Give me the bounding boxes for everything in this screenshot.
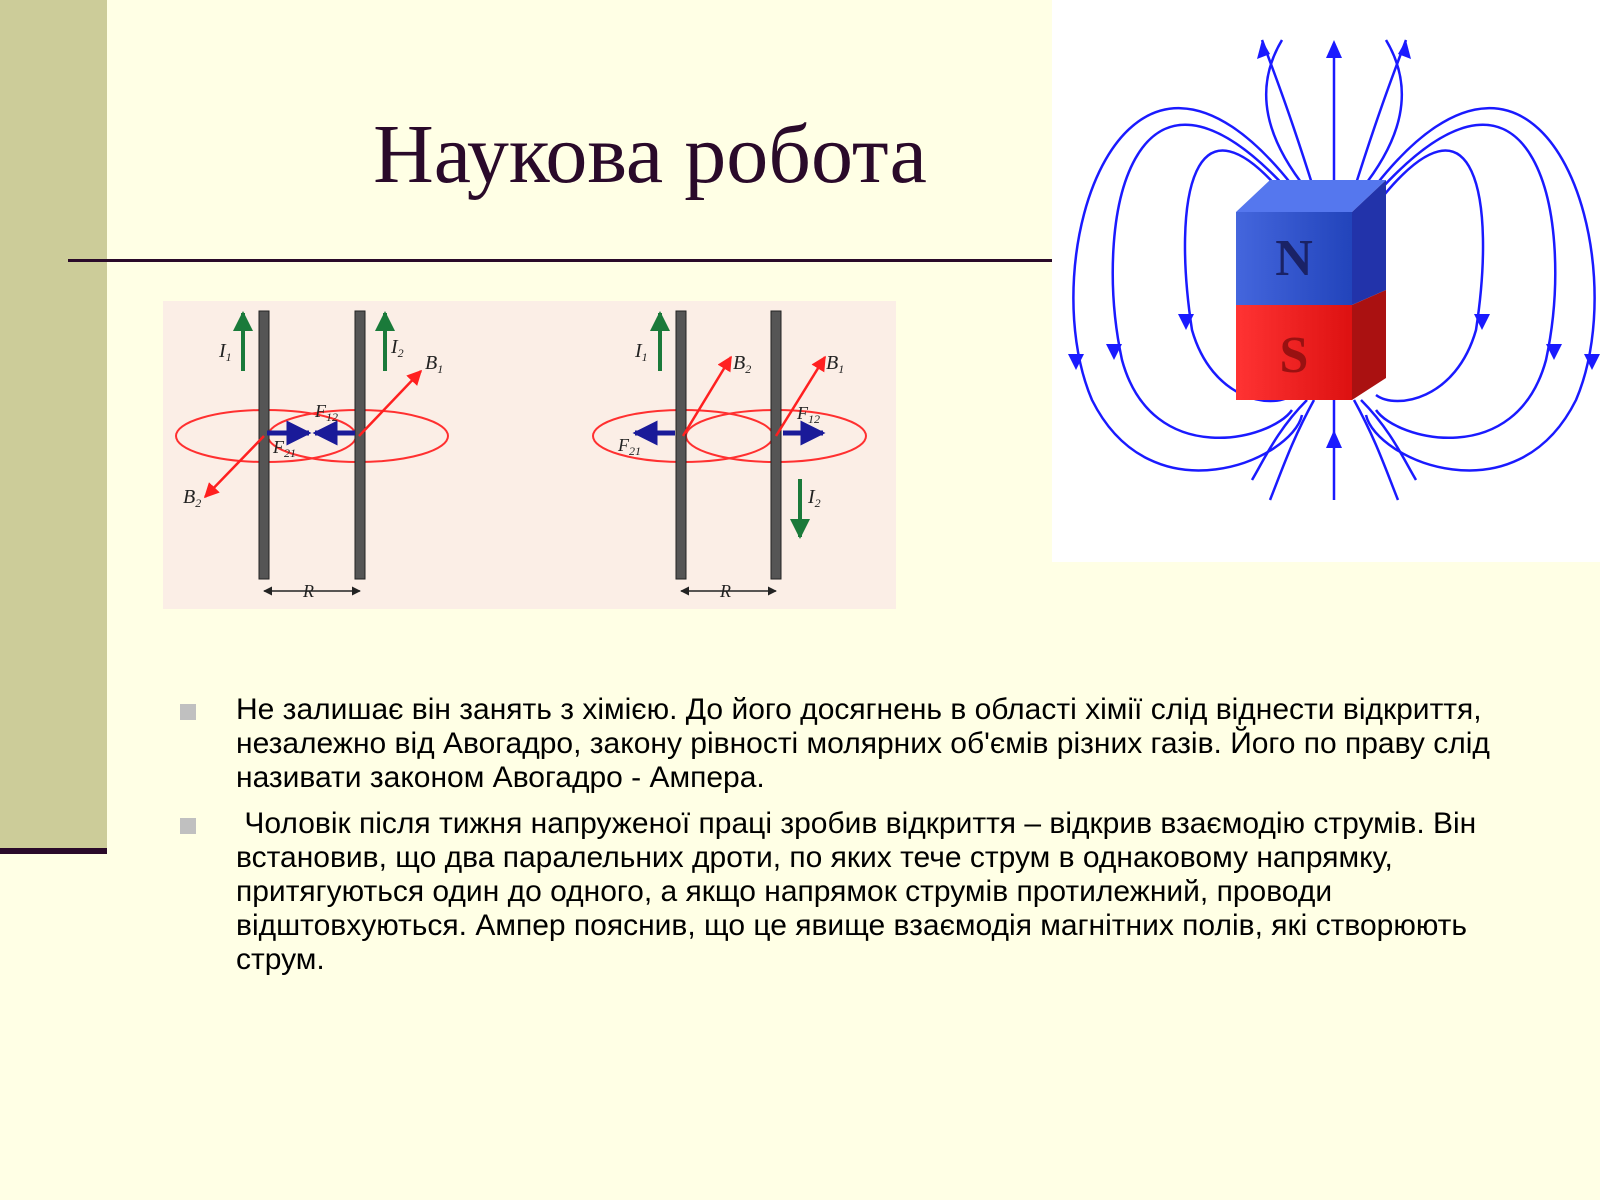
left-accent-line — [0, 848, 107, 854]
label-force-f21: F — [272, 437, 285, 457]
south-label: S — [1280, 327, 1309, 384]
label-distance: R — [302, 581, 314, 601]
svg-text:F12: F12 — [796, 403, 820, 426]
field-vector-b2 — [203, 435, 265, 499]
label-current-2-right: I — [807, 486, 816, 508]
label-field-b2-sub: 2 — [195, 496, 201, 510]
label-force-f21-sub: 21 — [284, 446, 296, 460]
label-force-f21-right-sub: 21 — [629, 444, 641, 458]
wire-1 — [258, 310, 270, 580]
svg-text:B1: B1 — [425, 352, 443, 376]
label-field-b1-right: B — [826, 352, 838, 374]
label-current-2: I — [390, 336, 399, 358]
svg-text:I1: I1 — [218, 340, 232, 364]
title-divider — [68, 259, 1053, 262]
bullet-item: Не залишає він занять з хімією. До його … — [180, 693, 1520, 795]
svg-text:B2: B2 — [183, 486, 201, 510]
parallel-wires-diagram: I1 I2 B1 B2 F12 F21 R I1 I2 B1 B2 F12 F2… — [163, 301, 896, 609]
label-force-f12-sub: 12 — [326, 410, 338, 424]
bar-magnet-field-diagram: N S — [1052, 0, 1600, 562]
left-accent-band — [0, 0, 107, 848]
label-current-1-sub: 1 — [226, 350, 232, 364]
svg-text:I2: I2 — [390, 336, 404, 360]
bullet-square-icon — [180, 818, 196, 834]
wire-4 — [770, 310, 782, 580]
svg-text:F21: F21 — [272, 437, 296, 460]
field-vector-b2-right — [681, 355, 733, 437]
left-panel-attraction: I1 I2 B1 B2 F12 F21 R — [175, 310, 449, 601]
bullet-square-icon — [180, 704, 196, 720]
magnet-side-south — [1352, 290, 1386, 400]
label-current-2-sub: 2 — [398, 346, 404, 360]
label-force-f12-right: F — [796, 403, 809, 423]
bullet-item: Чоловік після тижня напруженої праці зро… — [180, 807, 1520, 977]
label-force-f21-right: F — [617, 435, 630, 455]
label-field-b2-right: B — [733, 352, 745, 374]
magnet-top-face — [1236, 180, 1386, 212]
svg-text:F21: F21 — [617, 435, 641, 458]
slide-title: Наукова робота — [373, 108, 927, 201]
label-force-f12-right-sub: 12 — [808, 412, 820, 426]
field-arrowheads — [1068, 40, 1600, 448]
svg-text:F12: F12 — [314, 401, 338, 424]
svg-text:B2: B2 — [733, 352, 751, 376]
label-force-f12: F — [314, 401, 327, 421]
south-pole — [1236, 305, 1352, 400]
wire-2 — [354, 310, 366, 580]
label-current-2-right-sub: 2 — [815, 496, 821, 510]
bullet-text: Чоловік після тижня напруженої праці зро… — [236, 807, 1485, 976]
north-pole — [1236, 212, 1352, 305]
north-label: N — [1275, 230, 1313, 287]
label-field-b1: B — [425, 352, 437, 374]
label-field-b2-right-sub: 2 — [745, 362, 751, 376]
label-current-1-right: I — [634, 340, 643, 362]
svg-text:I2: I2 — [807, 486, 821, 510]
wire-3 — [675, 310, 687, 580]
label-current-1-right-sub: 1 — [642, 350, 648, 364]
svg-text:I1: I1 — [634, 340, 648, 364]
label-field-b1-sub: 1 — [437, 362, 443, 376]
label-distance-right: R — [719, 581, 731, 601]
label-field-b2: B — [183, 486, 195, 508]
bar-magnet: N S — [1236, 180, 1386, 400]
bullet-list: Не залишає він занять з хімією. До його … — [180, 693, 1520, 989]
label-field-b1-right-sub: 1 — [838, 362, 844, 376]
label-current-1: I — [218, 340, 227, 362]
field-vector-b1-right — [774, 355, 827, 437]
right-panel-repulsion: I1 I2 B1 B2 F12 F21 R — [592, 310, 867, 601]
magnet-side-north — [1352, 180, 1386, 305]
bullet-text: Не залишає він занять з хімією. До його … — [236, 693, 1499, 794]
svg-text:B1: B1 — [826, 352, 844, 376]
field-vector-b1 — [358, 369, 423, 437]
